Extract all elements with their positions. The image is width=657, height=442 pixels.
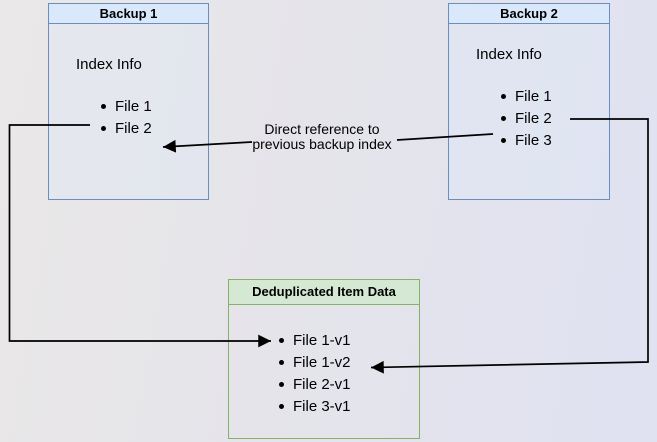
backup2-file-1: File 1 [515,87,552,105]
list-item: File 1 [101,95,152,117]
backup1-file-list: File 1 File 2 [101,95,152,139]
dedup-file-1-v2: File 1-v2 [293,353,351,371]
dedup-title: Deduplicated Item Data [252,284,396,299]
backup1-title: Backup 1 [99,6,158,21]
backup2-title: Backup 2 [500,6,558,21]
backup2-index-info-label: Index Info [476,46,542,63]
dedup-file-3-v1: File 3-v1 [293,397,351,415]
dedup-file-2-v1: File 2-v1 [293,375,351,393]
backup2-file-3: File 3 [515,131,552,149]
dedup-box: Deduplicated Item Data File 1-v1 File 1-… [228,279,420,439]
backup2-header: Backup 2 [449,4,609,24]
list-item: File 2 [101,117,152,139]
dedup-file-1-v1: File 1-v1 [293,331,351,349]
list-item: File 3 [501,129,552,151]
list-item: File 2 [501,107,552,129]
backup1-index-info-label: Index Info [76,56,142,73]
backup2-box: Backup 2 Index Info File 1 File 2 File 3 [448,3,610,200]
backup2-file-2: File 2 [515,109,552,127]
list-item: File 1-v2 [279,351,351,373]
list-item: File 2-v1 [279,373,351,395]
list-item: File 1 [501,85,552,107]
list-item: File 3-v1 [279,395,351,417]
direct-reference-annotation: Direct reference to previous backup inde… [222,122,422,152]
dedup-header: Deduplicated Item Data [229,280,419,305]
dedup-item-list: File 1-v1 File 1-v2 File 2-v1 File 3-v1 [279,329,351,417]
backup1-box: Backup 1 Index Info File 1 File 2 [48,3,209,200]
backup1-file-1: File 1 [115,97,152,115]
backup1-header: Backup 1 [49,4,208,24]
annotation-line-1: Direct reference to [264,121,380,137]
backup1-file-2: File 2 [115,119,152,137]
backup2-file-list: File 1 File 2 File 3 [501,85,552,151]
annotation-line-2: previous backup index [252,136,392,152]
list-item: File 1-v1 [279,329,351,351]
